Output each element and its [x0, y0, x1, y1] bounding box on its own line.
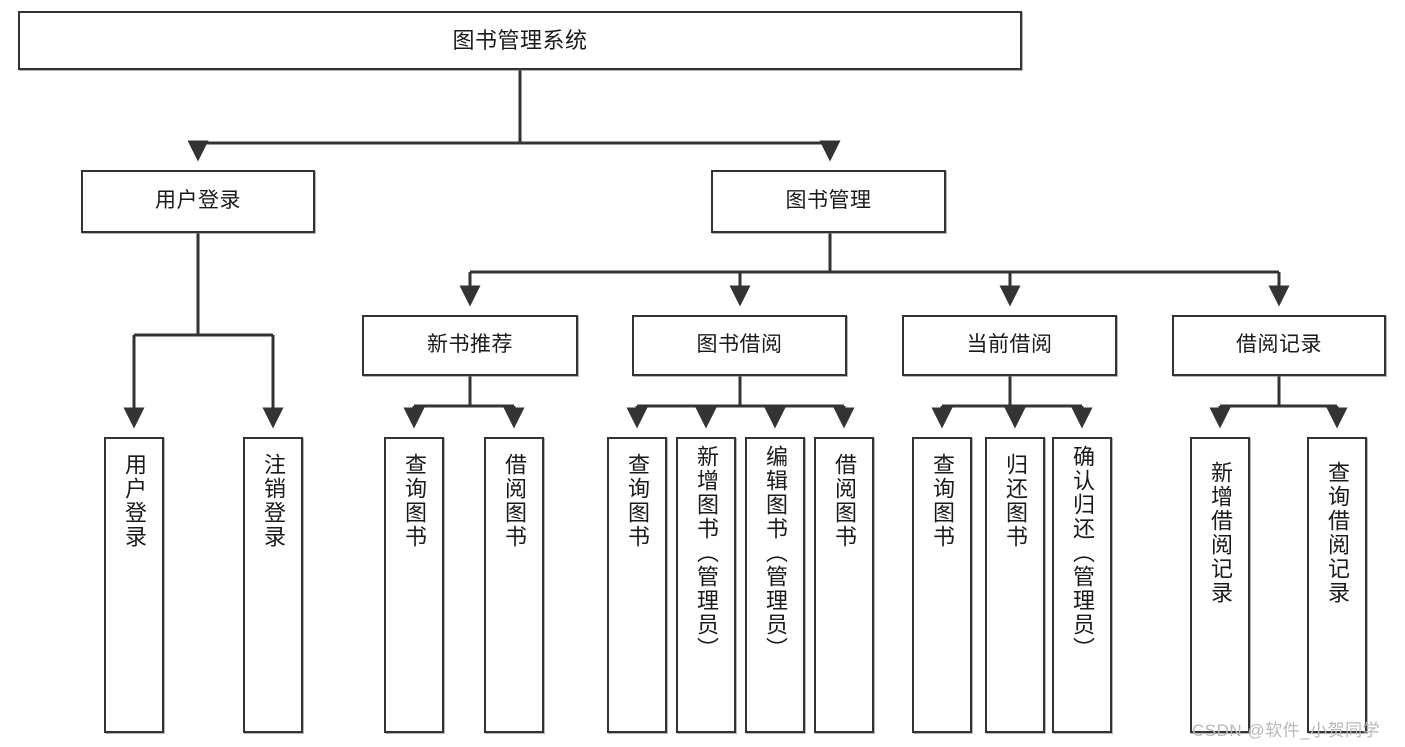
node-leaf-add-book[interactable]: 新增图书（管理员）: [676, 437, 736, 733]
node-new-book-recommend[interactable]: 新书推荐: [362, 315, 578, 376]
node-leaf-borrow-book-1-label: 借阅图书: [502, 453, 527, 549]
csdn-watermark: CSDN @软件_小贺同学: [1192, 721, 1381, 740]
node-new-book-recommend-label: 新书推荐: [427, 333, 513, 357]
node-leaf-add-book-label: 新增图书（管理员）: [694, 445, 719, 661]
node-leaf-query-book-2-label: 查询图书: [625, 453, 650, 549]
node-leaf-confirm-return[interactable]: 确认归还（管理员）: [1052, 437, 1112, 733]
node-root[interactable]: 图书管理系统: [18, 11, 1022, 70]
node-leaf-query-book-3[interactable]: 查询图书: [912, 437, 972, 733]
node-leaf-edit-book[interactable]: 编辑图书（管理员）: [745, 437, 805, 733]
node-leaf-query-book-2[interactable]: 查询图书: [607, 437, 667, 733]
node-leaf-borrow-book-2-label: 借阅图书: [832, 453, 857, 549]
node-leaf-user-login-label: 用户登录: [122, 453, 147, 549]
node-leaf-query-book-1-label: 查询图书: [402, 453, 427, 549]
node-leaf-borrow-book-2[interactable]: 借阅图书: [814, 437, 874, 733]
node-current-borrow[interactable]: 当前借阅: [902, 315, 1117, 376]
node-leaf-query-record-label: 查询借阅记录: [1325, 461, 1350, 605]
node-leaf-logout-label: 注销登录: [261, 453, 286, 549]
node-borrow-record-label: 借阅记录: [1236, 333, 1322, 357]
node-leaf-confirm-return-label: 确认归还（管理员）: [1070, 445, 1095, 661]
node-user-login-label: 用户登录: [155, 189, 241, 213]
node-leaf-return-book-label: 归还图书: [1003, 453, 1028, 549]
node-leaf-edit-book-label: 编辑图书（管理员）: [763, 445, 788, 661]
node-book-borrow[interactable]: 图书借阅: [632, 315, 847, 376]
node-leaf-query-record[interactable]: 查询借阅记录: [1307, 437, 1367, 733]
node-leaf-borrow-book-1[interactable]: 借阅图书: [484, 437, 544, 733]
node-borrow-record[interactable]: 借阅记录: [1172, 315, 1386, 376]
node-root-label: 图书管理系统: [452, 27, 588, 53]
node-current-borrow-label: 当前借阅: [966, 333, 1053, 357]
node-book-borrow-label: 图书借阅: [696, 333, 783, 357]
node-leaf-add-record[interactable]: 新增借阅记录: [1190, 437, 1250, 733]
node-book-manage-label: 图书管理: [785, 189, 872, 213]
node-book-manage[interactable]: 图书管理: [711, 170, 946, 233]
node-leaf-logout[interactable]: 注销登录: [243, 437, 303, 733]
node-leaf-user-login[interactable]: 用户登录: [104, 437, 164, 733]
node-leaf-add-record-label: 新增借阅记录: [1208, 461, 1233, 605]
node-leaf-query-book-3-label: 查询图书: [930, 453, 955, 549]
node-leaf-return-book[interactable]: 归还图书: [985, 437, 1045, 733]
node-leaf-query-book-1[interactable]: 查询图书: [384, 437, 444, 733]
node-user-login[interactable]: 用户登录: [81, 170, 315, 233]
